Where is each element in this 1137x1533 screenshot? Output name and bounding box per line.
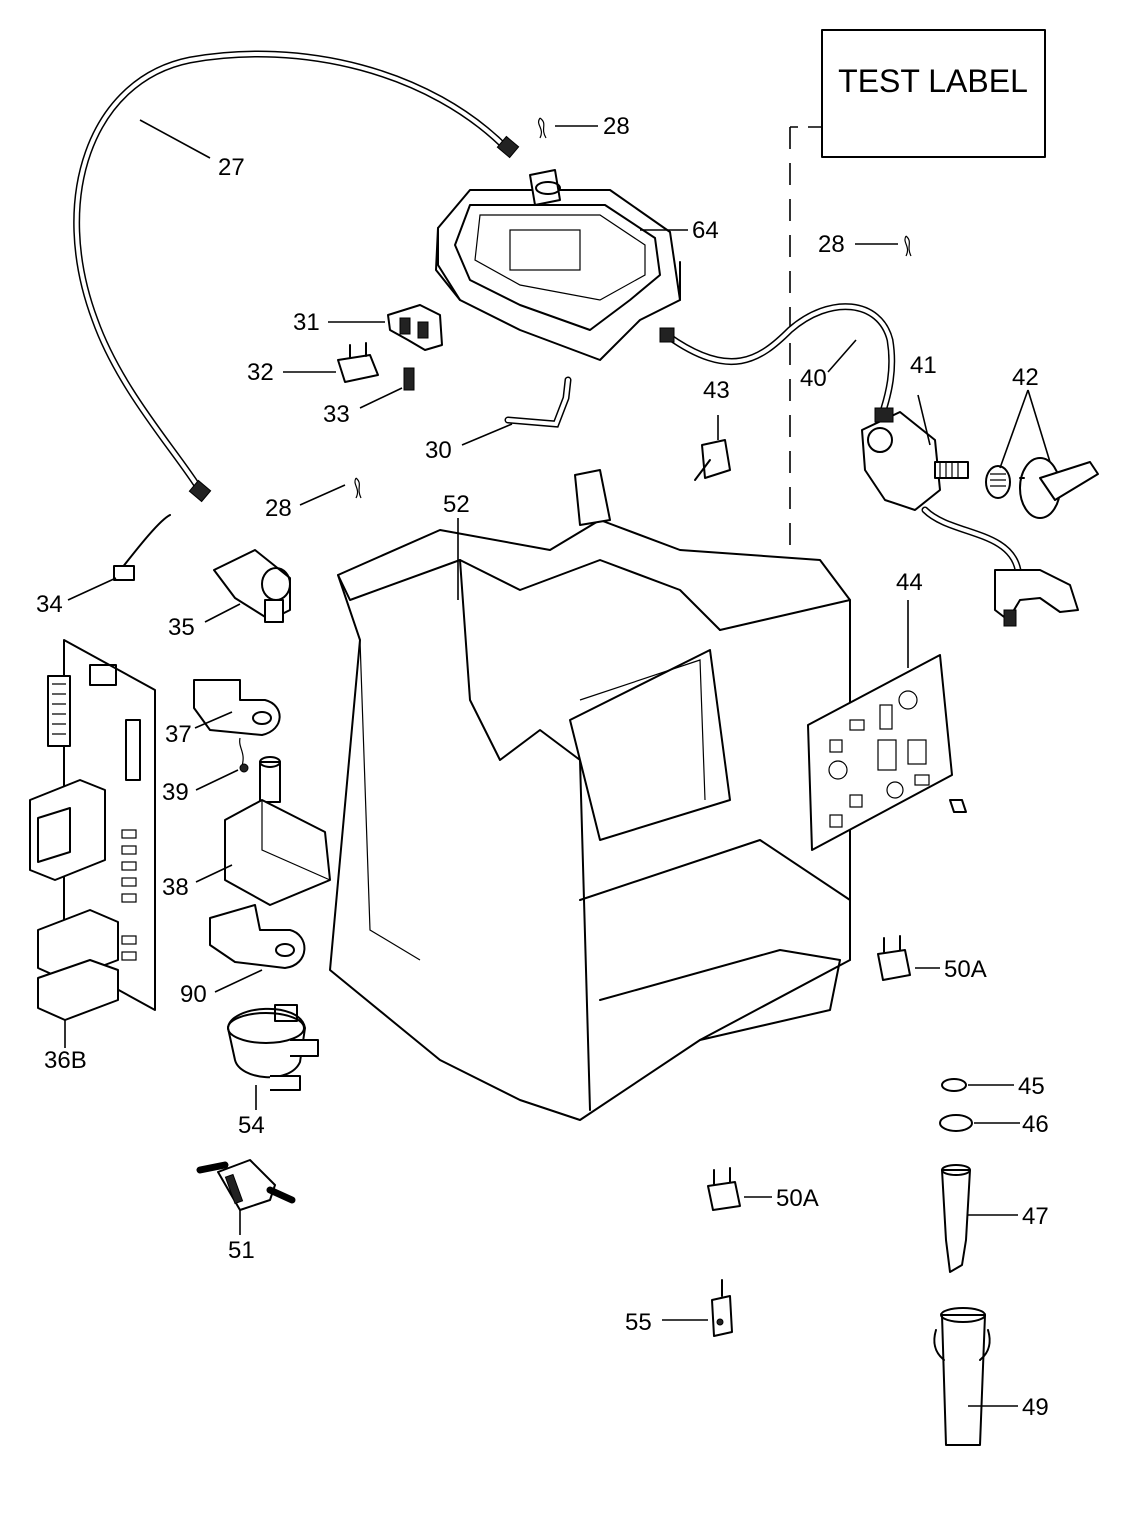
- test-label-text: TEST LABEL: [838, 63, 1028, 99]
- label-28-right: 28: [818, 231, 845, 258]
- label-39: 39: [162, 779, 189, 806]
- label-42: 42: [1012, 364, 1039, 391]
- part-33-pin: 33: [323, 367, 415, 428]
- part-49-tube: 49: [933, 1307, 1049, 1446]
- part-38-pump: 38: [162, 756, 331, 906]
- part-27-hose: 27: [73, 50, 520, 503]
- part-42-knob: 42: [985, 364, 1099, 519]
- label-43: 43: [703, 377, 730, 404]
- part-41-steam-valve: 41: [861, 352, 1079, 627]
- part-30-bent-tube: 30: [425, 376, 572, 464]
- label-46: 46: [1022, 1111, 1049, 1138]
- label-40: 40: [800, 365, 827, 392]
- part-32-thermostat: 32: [247, 342, 379, 386]
- test-label-box: [821, 29, 1046, 158]
- label-28-middle: 28: [265, 495, 292, 522]
- part-64-boiler-plate: 64: [435, 169, 719, 361]
- label-50A-lower: 50A: [776, 1185, 819, 1212]
- label-45: 45: [1018, 1073, 1045, 1100]
- part-46-o-ring: 46: [939, 1111, 1049, 1138]
- part-43-switch: 43: [694, 377, 731, 481]
- label-38: 38: [162, 874, 189, 901]
- label-27: 27: [218, 154, 245, 181]
- label-35: 35: [168, 614, 195, 641]
- label-41: 41: [910, 352, 937, 379]
- part-39-clip: 39: [162, 737, 249, 806]
- part-28-clip-right: 28: [818, 231, 912, 258]
- part-55-reed-switch: 55: [625, 1279, 733, 1337]
- part-35-solenoid-valve: 35: [168, 549, 291, 641]
- label-32: 32: [247, 359, 274, 386]
- part-31-sensor: 31: [293, 304, 443, 351]
- label-34: 34: [36, 591, 63, 618]
- label-44: 44: [896, 569, 923, 596]
- part-45-o-ring: 45: [941, 1073, 1045, 1100]
- part-50A-upper: 50A: [877, 935, 987, 983]
- part-36B-circuit-board: 36B: [29, 639, 156, 1074]
- part-47-nozzle: 47: [941, 1164, 1049, 1273]
- part-28-clip-middle: 28: [265, 477, 362, 522]
- part-51-inline-valve: 51: [196, 1159, 296, 1264]
- part-52-chassis: 52: [329, 469, 851, 1121]
- part-34-connector: 34: [36, 514, 171, 618]
- part-44-control-board: 44: [807, 569, 967, 851]
- label-55: 55: [625, 1309, 652, 1336]
- label-31: 31: [293, 309, 320, 336]
- test-label-group: TEST LABEL: [789, 29, 1046, 560]
- part-28-clip-top: 28: [537, 113, 630, 140]
- part-50A-lower: 50A: [707, 1167, 819, 1212]
- label-90: 90: [180, 981, 207, 1008]
- label-52: 52: [443, 491, 470, 518]
- label-51: 51: [228, 1237, 255, 1264]
- label-37: 37: [165, 721, 192, 748]
- part-54-flowmeter: 54: [227, 1004, 319, 1139]
- label-33: 33: [323, 401, 350, 428]
- label-36B: 36B: [44, 1047, 87, 1074]
- label-49: 49: [1022, 1394, 1049, 1421]
- label-47: 47: [1022, 1203, 1049, 1230]
- label-54: 54: [238, 1112, 265, 1139]
- label-28-top: 28: [603, 113, 630, 140]
- part-40-hose: 40: [659, 303, 896, 412]
- label-64: 64: [692, 217, 719, 244]
- label-50A-upper: 50A: [944, 956, 987, 983]
- part-37-bracket: 37: [165, 679, 281, 748]
- label-30: 30: [425, 437, 452, 464]
- part-90-bracket: 90: [180, 904, 306, 1008]
